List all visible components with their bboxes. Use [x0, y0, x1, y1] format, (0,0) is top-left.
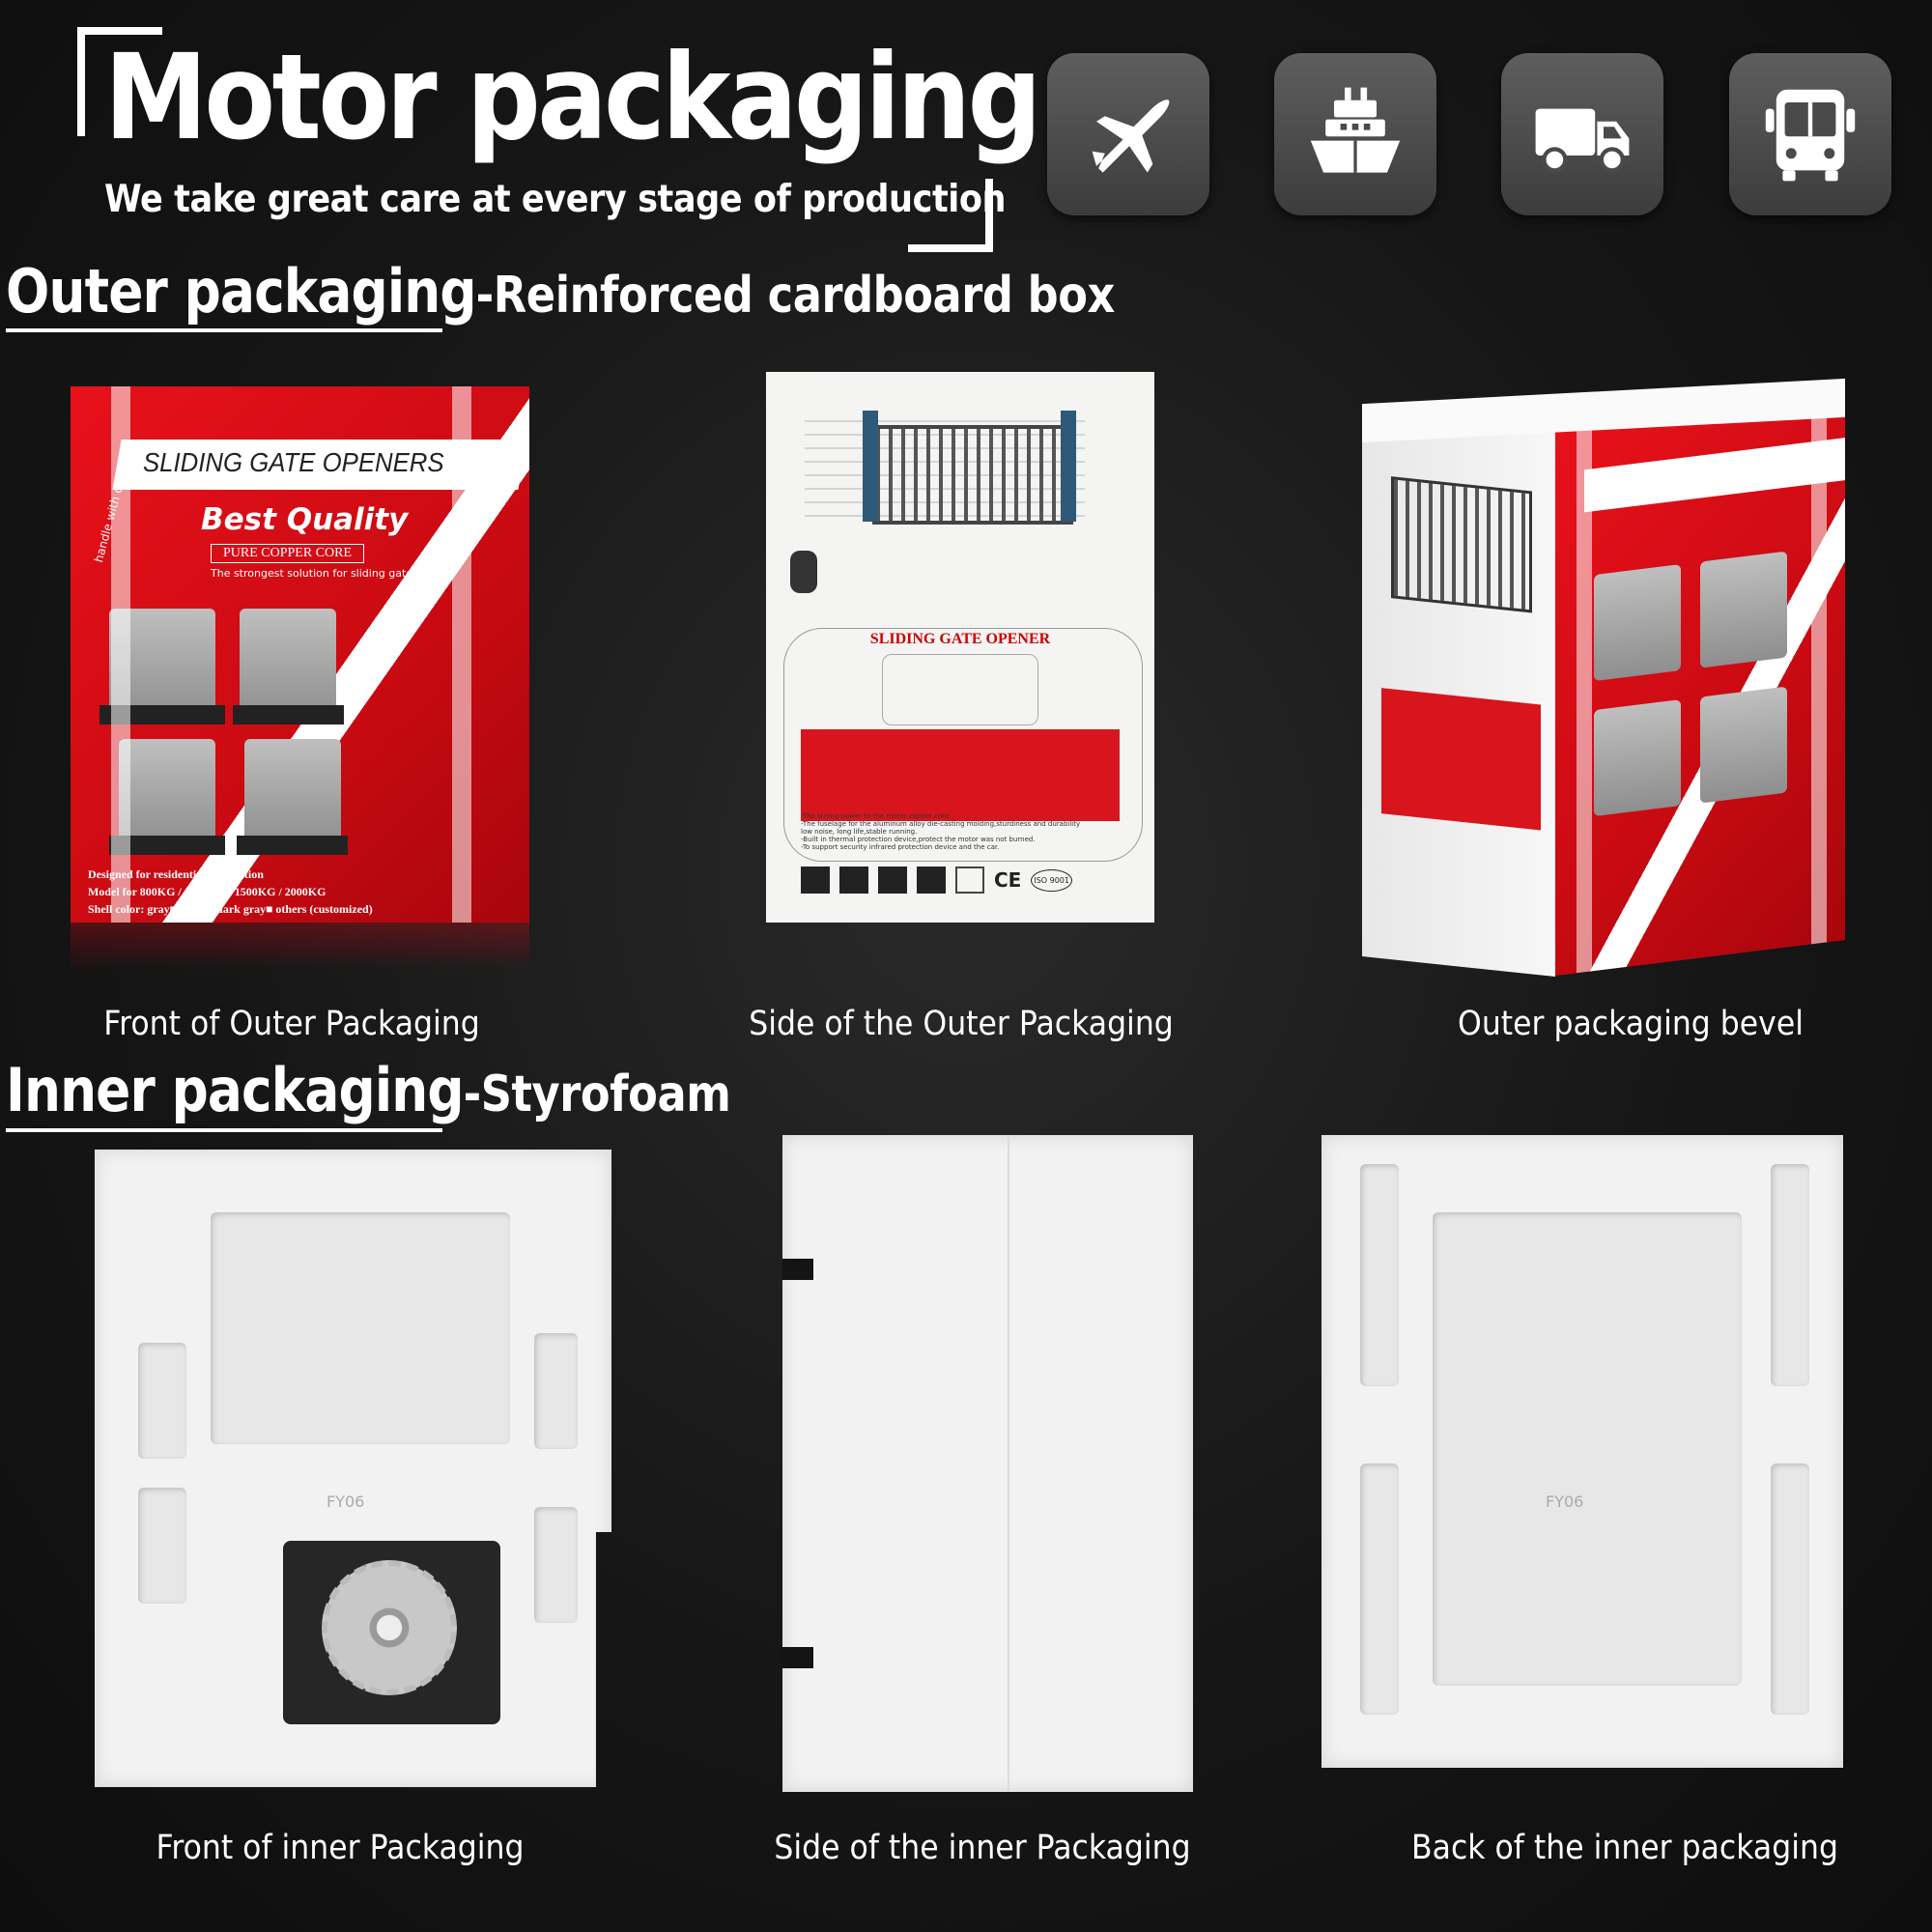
bevel-strap-right	[1811, 391, 1827, 945]
foam-front: FY06	[95, 1150, 611, 1787]
side-label-title: SLIDING GATE OPENER	[869, 631, 1051, 647]
side-note-5: -To support security infrared protection…	[801, 843, 1000, 851]
airplane-tile	[1047, 53, 1209, 215]
airplane-icon	[1092, 99, 1170, 173]
bevel-box-front-face	[1555, 389, 1845, 976]
side-note-1: -The strong power to the motor copper co…	[801, 812, 952, 820]
foam-back-left-slot-2	[1360, 1463, 1399, 1715]
gear-icon	[322, 1560, 457, 1695]
foam-front-upper-cavity	[211, 1212, 510, 1444]
truck-tile	[1501, 53, 1663, 215]
foam-back-right-slot	[1771, 1164, 1809, 1386]
side-label-window	[882, 654, 1038, 725]
motor-gear-plate	[283, 1541, 500, 1724]
foam-back-right-slot-2	[1771, 1463, 1809, 1715]
truck-icon	[1535, 108, 1630, 173]
side-note-2: -The fuselage for the aluminum alloy die…	[801, 820, 1081, 828]
motor-image-2	[240, 609, 336, 720]
caption-outer-bevel: Outer packaging bevel	[1458, 1005, 1804, 1043]
box-designed-text: Designed for residential application	[88, 867, 264, 881]
motor-base-4	[237, 836, 348, 855]
caption-inner-side: Side of the inner Packaging	[774, 1829, 1191, 1867]
foam-back: FY06	[1321, 1135, 1843, 1768]
box-brand-line: SLIDING GATE OPENERS	[143, 447, 444, 477]
motor-image-3	[119, 739, 215, 845]
bevel-motor-5	[1700, 686, 1787, 804]
bevel-spec-table	[1381, 688, 1541, 831]
stack-limit-icon	[878, 867, 907, 894]
motor-image-4	[244, 739, 341, 845]
outer-section-heading: Outer packaging-Reinforced cardboard box	[6, 256, 1115, 327]
subtitle-corner-bracket	[908, 179, 993, 252]
box-colors-text: Shell color: gray■ black■ dark gray■ oth…	[88, 902, 373, 916]
box-quality-text: Best Quality	[201, 502, 409, 537]
page-subtitle: We take great care at every stage of pro…	[104, 178, 1007, 221]
inner-heading-underline	[6, 1128, 442, 1132]
box-models-text: Model for 800KG / 1200KG / 1500KG / 2000…	[88, 885, 327, 898]
side-gate-drawing	[872, 425, 1073, 525]
bevel-motor-3	[1700, 551, 1787, 668]
side-gate-post-right	[1061, 411, 1076, 522]
outer-heading-rest: -Reinforced cardboard box	[475, 267, 1116, 325]
box-tagline: The strongest solution for sliding gates	[211, 567, 418, 580]
inner-heading-main: Inner packaging	[6, 1055, 465, 1125]
side-label-frame	[783, 628, 1143, 862]
foam-side-seam	[1008, 1135, 1009, 1792]
caption-outer-front: Front of Outer Packaging	[103, 1005, 480, 1043]
iso-mark: ISO 9001	[1031, 868, 1072, 892]
foam-front-left-slot	[138, 1343, 186, 1459]
side-note-3: low noise, long life,stable running.	[801, 828, 918, 836]
motor-base-2	[233, 705, 344, 724]
side-marks-row: CE ISO 9001	[801, 867, 1129, 894]
inner-heading-rest: -Styrofoam	[463, 1065, 731, 1123]
outer-heading-main: Outer packaging	[6, 256, 477, 327]
foam-back-mark: FY06	[1546, 1492, 1584, 1511]
outer-heading-underline	[6, 328, 442, 332]
ce-mark: CE	[994, 868, 1022, 892]
bevel-strap-left	[1577, 420, 1592, 974]
box-core-text: PURE COPPER CORE	[211, 544, 365, 563]
bevel-gate-drawing	[1391, 476, 1532, 613]
foam-side	[782, 1135, 1193, 1792]
foam-front-right-slot	[534, 1333, 578, 1449]
inner-section-heading: Inner packaging-Styrofoam	[6, 1055, 731, 1125]
side-spec-table	[801, 729, 1120, 821]
ship-icon	[1310, 87, 1401, 173]
foam-front-mark: FY06	[327, 1492, 365, 1511]
ship-tile	[1274, 53, 1436, 215]
box-strap-right	[452, 386, 471, 923]
foam-front-left-slot-2	[138, 1488, 186, 1604]
caption-inner-front: Front of inner Packaging	[156, 1829, 525, 1867]
foam-front-right-slot-2	[534, 1507, 578, 1623]
bevel-motor-4	[1594, 699, 1681, 817]
title-corner-bracket	[77, 27, 162, 136]
box-front-reflection	[71, 923, 529, 971]
bevel-box-side-face	[1362, 406, 1555, 978]
foam-side-notch-bottom	[782, 1647, 813, 1668]
umbrella-icon	[801, 867, 830, 894]
home-icon	[955, 867, 984, 894]
foam-back-main-cavity	[1433, 1212, 1742, 1686]
bevel-motor-2	[1594, 564, 1681, 682]
outer-box-front: SLIDING GATE OPENERS Best Quality PURE C…	[71, 386, 529, 923]
box-strap-left	[111, 386, 130, 923]
side-gate-post-left	[863, 411, 878, 522]
bus-tile	[1729, 53, 1891, 215]
this-way-up-icon	[839, 867, 868, 894]
side-remote-control	[790, 551, 817, 593]
bus-icon	[1765, 89, 1856, 182]
outer-box-side: SLIDING GATE OPENER -The strong power to…	[766, 372, 1154, 923]
side-notes: -The strong power to the motor copper co…	[801, 812, 1129, 851]
caption-outer-side: Side of the Outer Packaging	[749, 1005, 1174, 1043]
motor-base-1	[99, 705, 225, 724]
page-title: Motor packaging	[104, 29, 1041, 166]
fragile-icon	[917, 867, 946, 894]
foam-side-notch-top	[782, 1259, 813, 1280]
foam-back-left-slot	[1360, 1164, 1399, 1386]
motor-base-3	[109, 836, 225, 855]
caption-inner-back: Back of the inner packaging	[1411, 1829, 1838, 1867]
side-note-4: -Built in thermal protection device,prot…	[801, 836, 1036, 843]
